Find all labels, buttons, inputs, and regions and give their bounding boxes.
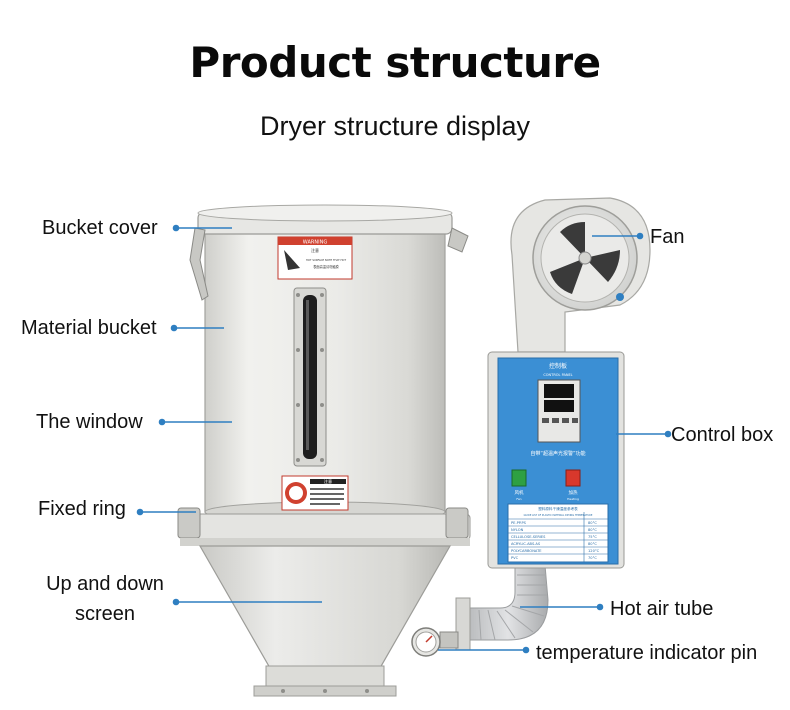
- warning-sticker-title: WARNING: [303, 240, 328, 246]
- label-up-down-screen-line2: screen: [74, 603, 136, 625]
- panel-table-row-material: POLYCARBONATE: [511, 549, 542, 553]
- panel-table-row-temp: 80°C: [588, 521, 597, 525]
- label-fan: Fan: [650, 226, 685, 248]
- label-bucket-cover: Bucket cover: [42, 217, 158, 239]
- panel-table-row-material: CELLULOSE-SERIES: [511, 535, 546, 539]
- panel-alarm-text: 自带“超温声光报警”功能: [530, 450, 585, 457]
- panel-table-row-temp: 70°C: [588, 556, 597, 560]
- panel-table-row-material: NYLON: [511, 528, 524, 532]
- fixed-ring: [177, 507, 471, 546]
- label-hot-air-tube: Hot air tube: [610, 598, 714, 620]
- temperature-indicator: [411, 627, 459, 657]
- label-fixed-ring: Fixed ring: [38, 498, 126, 520]
- sticker-text: WARNING 注意 HOT SURFACE NOTE THAT HOT 表面高…: [303, 240, 347, 486]
- panel-table-row-material: ACRYLIC.ABS.AS: [511, 542, 541, 546]
- warning-sticker-line1: HOT SURFACE NOTE THAT HOT: [306, 258, 347, 262]
- fan-assembly: [510, 197, 651, 353]
- bucket-window: [293, 287, 327, 467]
- panel-table-row-material: PE.PP.PS: [511, 521, 527, 525]
- page-subtitle: Dryer structure display: [259, 111, 531, 141]
- label-control-box: Control box: [671, 424, 774, 446]
- panel-title-cn: 控制板: [549, 362, 567, 370]
- warning-sticker-line2: 表面高温请勿触摸: [313, 264, 339, 269]
- panel-table-row-temp: 75°C: [588, 535, 597, 539]
- hot-air-tube: [455, 564, 549, 651]
- leader-lines: [136, 224, 672, 654]
- panel-table-header-cn: 塑料原料干燥温度参考表: [538, 506, 578, 511]
- switch-heat-label-cn: 加热: [569, 489, 578, 496]
- switch-fan-label-cn: 风机: [515, 489, 524, 496]
- bucket-cover: [189, 204, 469, 301]
- label-material-bucket: Material bucket: [21, 317, 157, 339]
- panel-table-row-temp: 120°C: [588, 549, 600, 553]
- panel-text: 控制板 CONTROL PANEL 自带“超温声光报警”功能 风机 Fan 加热…: [515, 362, 586, 501]
- label-the-window: The window: [36, 411, 143, 433]
- panel-table-row-temp: 80°C: [588, 542, 597, 546]
- panel-title-en: CONTROL PANEL: [543, 373, 572, 377]
- page-title: Product structure: [189, 38, 601, 87]
- switch-fan-label-en: Fan: [516, 497, 521, 501]
- warning-sticker-cn: 注意: [311, 247, 319, 253]
- panel-table-header-en: GUIDE LIST OF PLASTIC MATERIAL DRYING TE…: [524, 514, 593, 517]
- panel-table: 塑料原料干燥温度参考表 GUIDE LIST OF PLASTIC MATERI…: [511, 506, 600, 560]
- panel-table-row-temp: 80°C: [588, 528, 597, 532]
- switch-heat-label-en: Heating: [567, 497, 579, 501]
- label-temperature-indicator-pin: temperature indicator pin: [536, 642, 758, 664]
- control-box: [487, 351, 625, 569]
- panel-table-row-material: PVC: [511, 556, 519, 560]
- note-sticker-cn: 注意: [324, 478, 332, 485]
- note-sticker: [281, 475, 349, 511]
- cone-screen: [198, 545, 452, 697]
- label-up-down-screen-line1: Up and down: [46, 573, 164, 595]
- warning-sticker: [277, 236, 353, 280]
